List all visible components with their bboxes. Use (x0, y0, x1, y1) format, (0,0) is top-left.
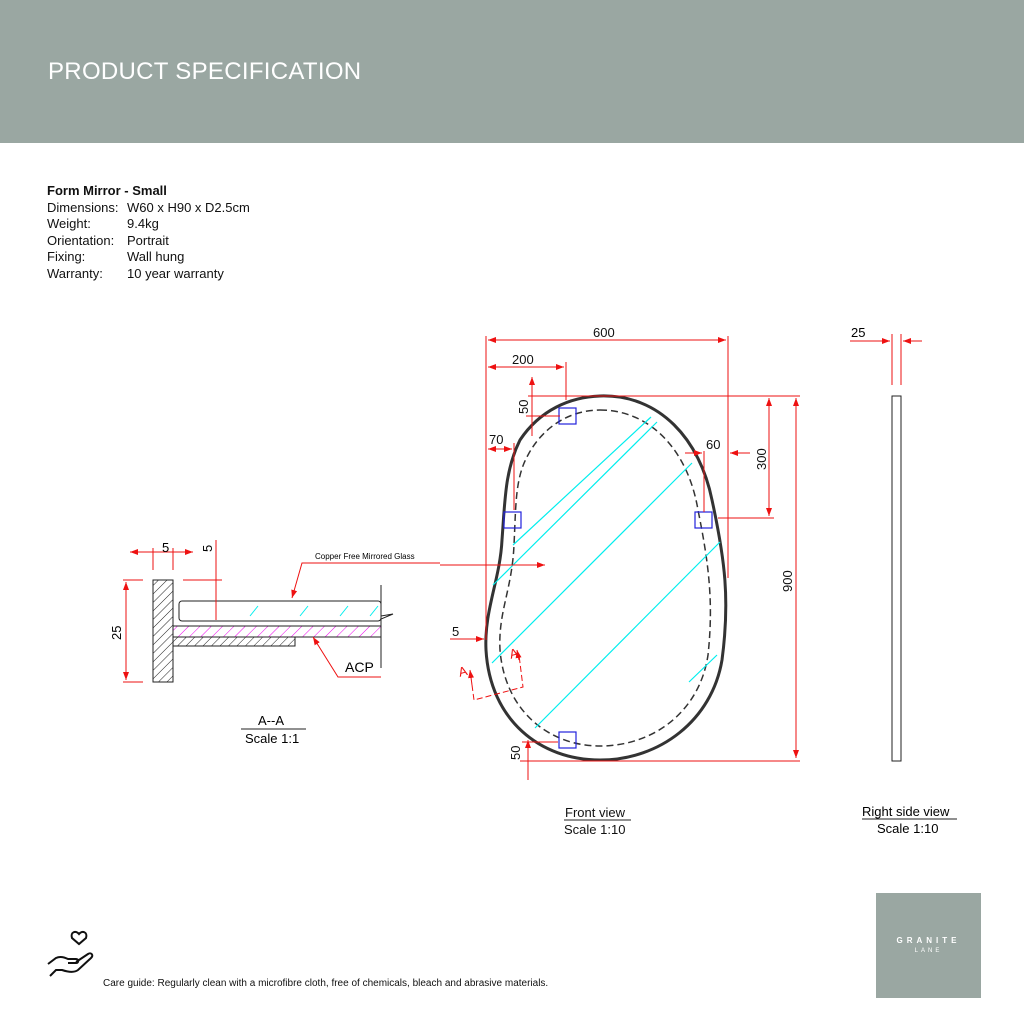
spec-value: W60 x H90 x D2.5cm (127, 199, 250, 215)
spec-row: Warranty: 10 year warranty (47, 266, 250, 283)
spec-row: Weight: 9.4kg (47, 216, 250, 233)
spec-label: Dimensions: (47, 199, 119, 215)
acp-layer (172, 625, 382, 638)
dim-70: 70 (489, 432, 503, 447)
side-profile (891, 395, 902, 762)
front-view (440, 336, 800, 821)
bracket-outline (499, 409, 712, 747)
dim-50-top: 50 (516, 400, 531, 414)
spec-row: Dimensions: W60 x H90 x D2.5cm (47, 200, 250, 217)
section-scale: Scale 1:1 (245, 731, 299, 746)
wall (152, 579, 174, 683)
care-guide: Care guide: Regularly clean with a micro… (103, 978, 549, 989)
dim-5-gap: 5 (200, 545, 215, 552)
dim-50-bottom: 50 (508, 746, 523, 760)
spec-label: Orientation: (47, 232, 115, 248)
side-view: 25 Right side view Scale 1:10 (850, 325, 957, 836)
hand-heart-icon (47, 930, 94, 977)
section-mark: A (457, 663, 470, 680)
dim-5-front: 5 (452, 624, 459, 639)
page-title: PRODUCT SPECIFICATION (48, 58, 362, 85)
spec-value: Portrait (127, 232, 169, 248)
logo-line1: GRANITE (896, 936, 961, 945)
spec-label: Weight: (47, 216, 91, 232)
bracket-icons (503, 407, 713, 749)
spec-value: 9.4kg (127, 216, 159, 232)
spec-row: Fixing: Wall hung (47, 249, 250, 266)
side-scale: Scale 1:10 (877, 821, 938, 836)
section-title: A--A (258, 713, 284, 728)
spec-list: Form Mirror - Small Dimensions: W60 x H90… (47, 183, 250, 283)
front-title: Front view (565, 805, 626, 820)
side-title: Right side view (862, 804, 950, 819)
spec-label: Fixing: (47, 249, 86, 265)
section-detail (123, 540, 440, 730)
glass-reflection-lines (491, 416, 721, 729)
logo-line2: LANE (914, 948, 943, 954)
spec-value: 10 year warranty (127, 265, 224, 281)
dim-25: 25 (109, 626, 124, 640)
bracket (172, 636, 296, 647)
spec-value: Wall hung (127, 249, 185, 265)
front-scale: Scale 1:10 (564, 822, 625, 837)
dim-600: 600 (593, 325, 615, 340)
glass-layer (178, 600, 382, 622)
section-mark: A (508, 645, 521, 662)
dim-900: 900 (780, 570, 795, 592)
brand-logo: GRANITE LANE (876, 893, 981, 998)
header-banner: PRODUCT SPECIFICATION (0, 0, 1024, 143)
side-dim-25: 25 (851, 325, 865, 340)
dim-300: 300 (754, 448, 769, 470)
glass-label: Copper Free Mirrored Glass (315, 552, 415, 561)
acp-label: ACP (345, 659, 374, 675)
dim-5-width: 5 (162, 540, 169, 555)
mirror-outline (484, 394, 728, 762)
spec-label: Warranty: (47, 265, 103, 281)
dim-60: 60 (706, 437, 720, 452)
spec-row: Orientation: Portrait (47, 233, 250, 250)
dim-200: 200 (512, 352, 534, 367)
product-name: Form Mirror - Small (47, 183, 167, 198)
